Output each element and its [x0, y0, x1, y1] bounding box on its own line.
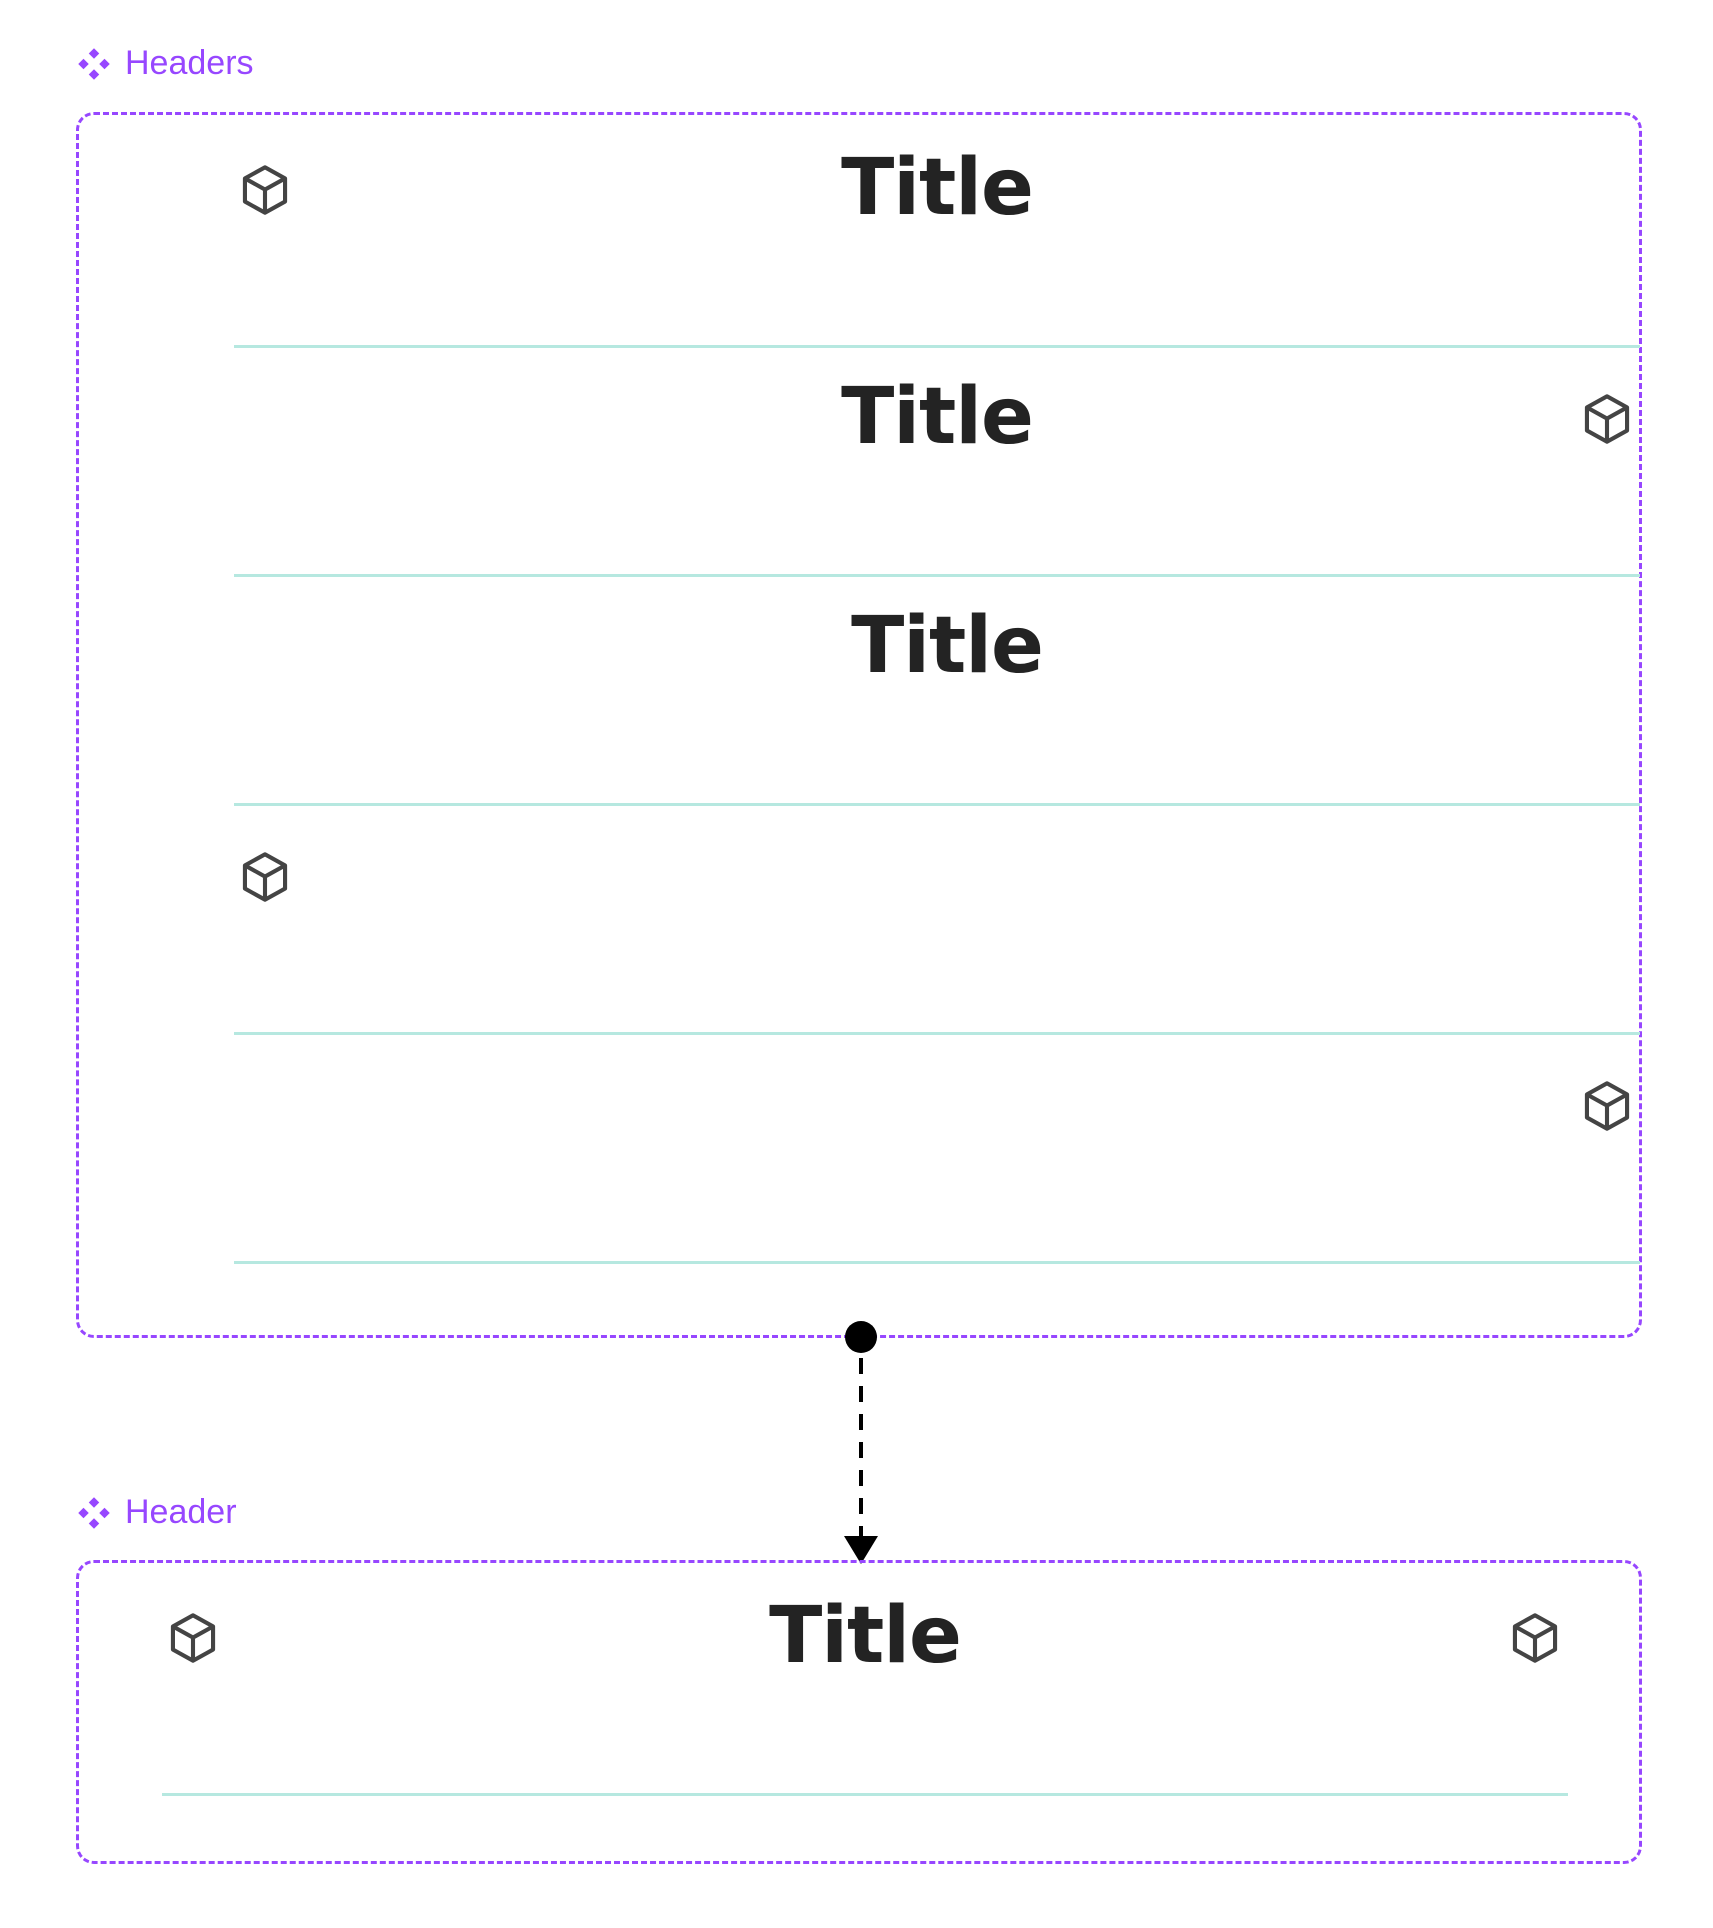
header-component-label[interactable]: Header — [76, 1493, 237, 1532]
headers-label-text: Headers — [125, 44, 254, 82]
cube-icon — [170, 1613, 216, 1663]
header-variant-row[interactable]: Title — [234, 348, 1640, 577]
component-icon — [78, 1496, 110, 1529]
header-frame[interactable]: Title — [76, 1560, 1642, 1864]
headers-frame[interactable]: Title Title Title — [76, 112, 1642, 1338]
cube-icon — [1584, 1081, 1630, 1131]
headers-component-label[interactable]: Headers — [76, 44, 254, 83]
row-title: Title — [841, 372, 1034, 462]
header-label-text: Header — [125, 1493, 237, 1531]
header-variant-row[interactable] — [234, 1035, 1640, 1264]
row-title: Title — [851, 601, 1044, 691]
cube-icon — [1584, 394, 1630, 444]
header-variant-row[interactable] — [234, 806, 1640, 1035]
cube-icon — [242, 852, 288, 902]
header-variant-row[interactable]: Title — [234, 577, 1640, 806]
connector-start-dot — [845, 1321, 877, 1353]
row-title: Title — [841, 143, 1034, 233]
header-variant-row[interactable]: Title — [234, 119, 1640, 348]
connector-arrow — [844, 1321, 878, 1564]
row-title: Title — [769, 1591, 962, 1681]
cube-icon — [1512, 1613, 1558, 1663]
connector-arrowhead — [844, 1536, 878, 1564]
cube-icon — [242, 165, 288, 215]
component-icon — [78, 47, 110, 80]
header-row[interactable]: Title — [162, 1567, 1568, 1796]
